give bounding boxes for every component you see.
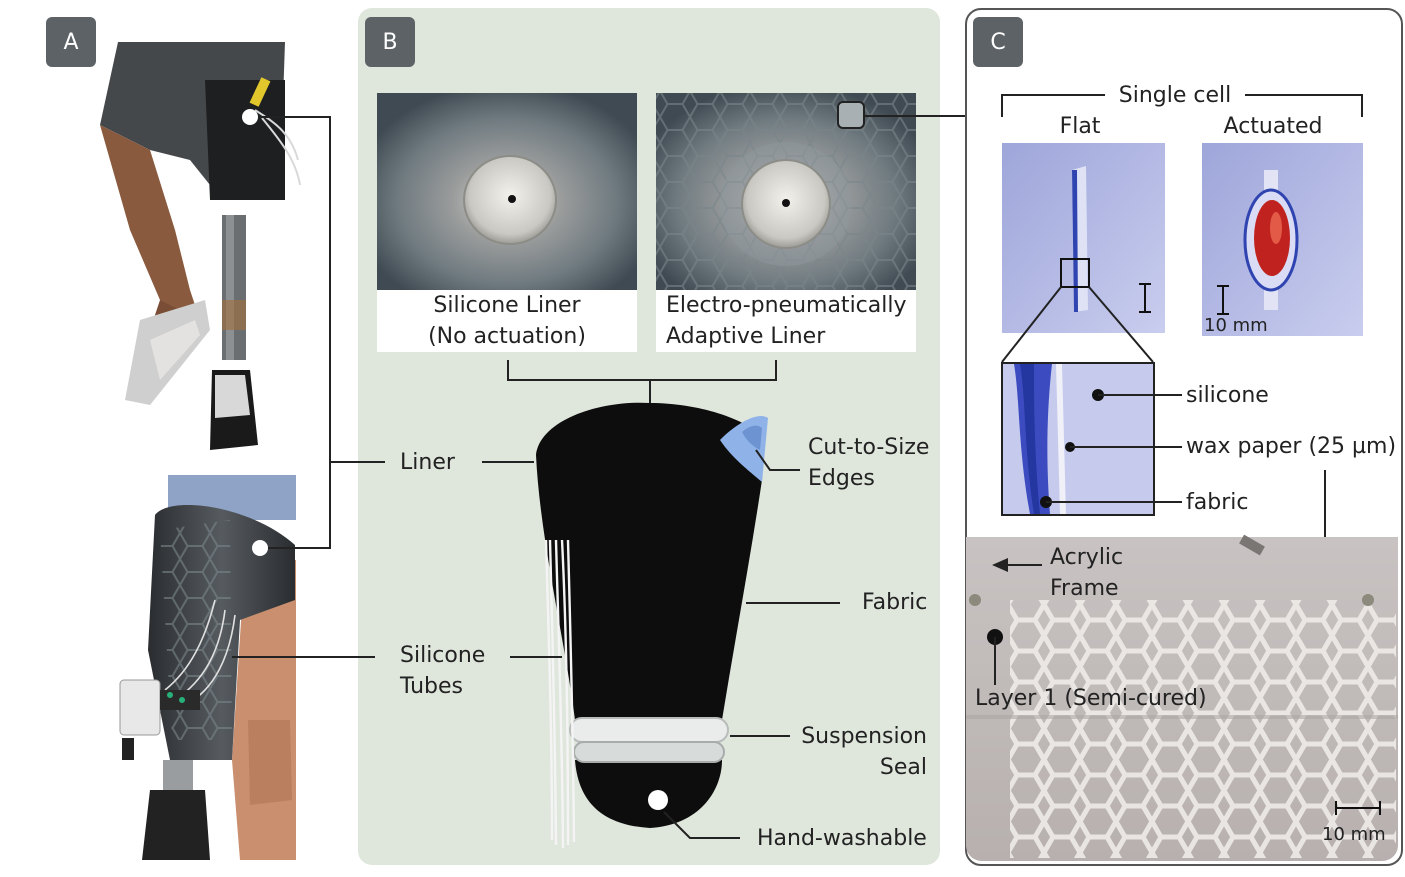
adaptive-liner-caption-line1: Electro-pneumatically (666, 293, 907, 318)
zoom-lines (1001, 286, 1154, 363)
single-cell-label: Single cell (1118, 83, 1232, 108)
sensor-marker-top (242, 109, 258, 125)
adaptive-liner-image (656, 93, 916, 290)
actuated-label: Actuated (1223, 114, 1323, 139)
silicone-tubes-label: Silicone Tubes (400, 640, 485, 702)
adaptive-liner-illustration (536, 402, 768, 849)
adaptive-liner-caption: Electro-pneumatically Adaptive Liner (656, 290, 916, 352)
silicone-liner-caption-line1: Silicone Liner (433, 293, 581, 318)
silicone-liner-caption-line2: (No actuation) (428, 324, 586, 349)
cut-to-size-label-line1: Cut-to-Size (808, 435, 930, 460)
prosthetic-leg-photo (100, 42, 301, 450)
suspension-seal-label-line2: Seal (879, 755, 927, 780)
acrylic-frame-label: Acrylic Frame (1050, 542, 1123, 604)
liner-label: Liner (400, 450, 455, 475)
cut-to-size-label: Cut-to-Size Edges (808, 432, 929, 494)
actuated-cell-image (1202, 143, 1363, 336)
suspension-seal-label: Suspension Seal (790, 721, 927, 783)
layer1-label: Layer 1 (Semi-cured) (975, 686, 1207, 711)
single-cell-bracket (1001, 94, 1363, 117)
suspension-seal-label-line1: Suspension (801, 724, 927, 749)
silicone-liner-image (377, 93, 637, 290)
adaptive-liner-caption-line2: Adaptive Liner (666, 324, 826, 349)
panel-b-leader-lines (482, 449, 840, 839)
flat-cell-image (1002, 143, 1165, 333)
scale-bar-top-label: 10 mm (1204, 315, 1268, 336)
hand-washable-label: Hand-washable (757, 826, 927, 851)
acrylic-frame-label-line1: Acrylic (1050, 545, 1124, 570)
silicone-liner-caption: Silicone Liner (No actuation) (377, 290, 637, 352)
fabric-label: Fabric (862, 590, 928, 615)
flat-label: Flat (1059, 114, 1101, 139)
cell-leader-lines (1046, 394, 1182, 503)
acrylic-frame-arrow (992, 558, 1042, 572)
silicone-tubes-label-line2: Tubes (400, 674, 464, 699)
caption-bracket (507, 360, 777, 405)
wax-paper-label: wax paper (25 µm) (1186, 434, 1397, 459)
silicone-tubes-label-line1: Silicone (400, 643, 486, 668)
sensor-marker-bottom (252, 540, 268, 556)
panel-c-tag: C (973, 17, 1023, 67)
panel-b-tag: B (365, 17, 415, 67)
scale-bar-bottom-label: 10 mm (1322, 824, 1386, 845)
silicone-label: silicone (1186, 383, 1269, 408)
fabric-layer-label: fabric (1186, 490, 1249, 515)
cut-to-size-label-line2: Edges (808, 466, 875, 491)
acrylic-frame-label-line2: Frame (1050, 576, 1119, 601)
residual-limb-photo (119, 475, 296, 860)
panel-a-tag: A (46, 17, 96, 67)
panel-a-connector-lines (232, 116, 385, 658)
hex-mesh-photo (966, 534, 1398, 861)
cell-cross-section-image (1001, 362, 1155, 516)
